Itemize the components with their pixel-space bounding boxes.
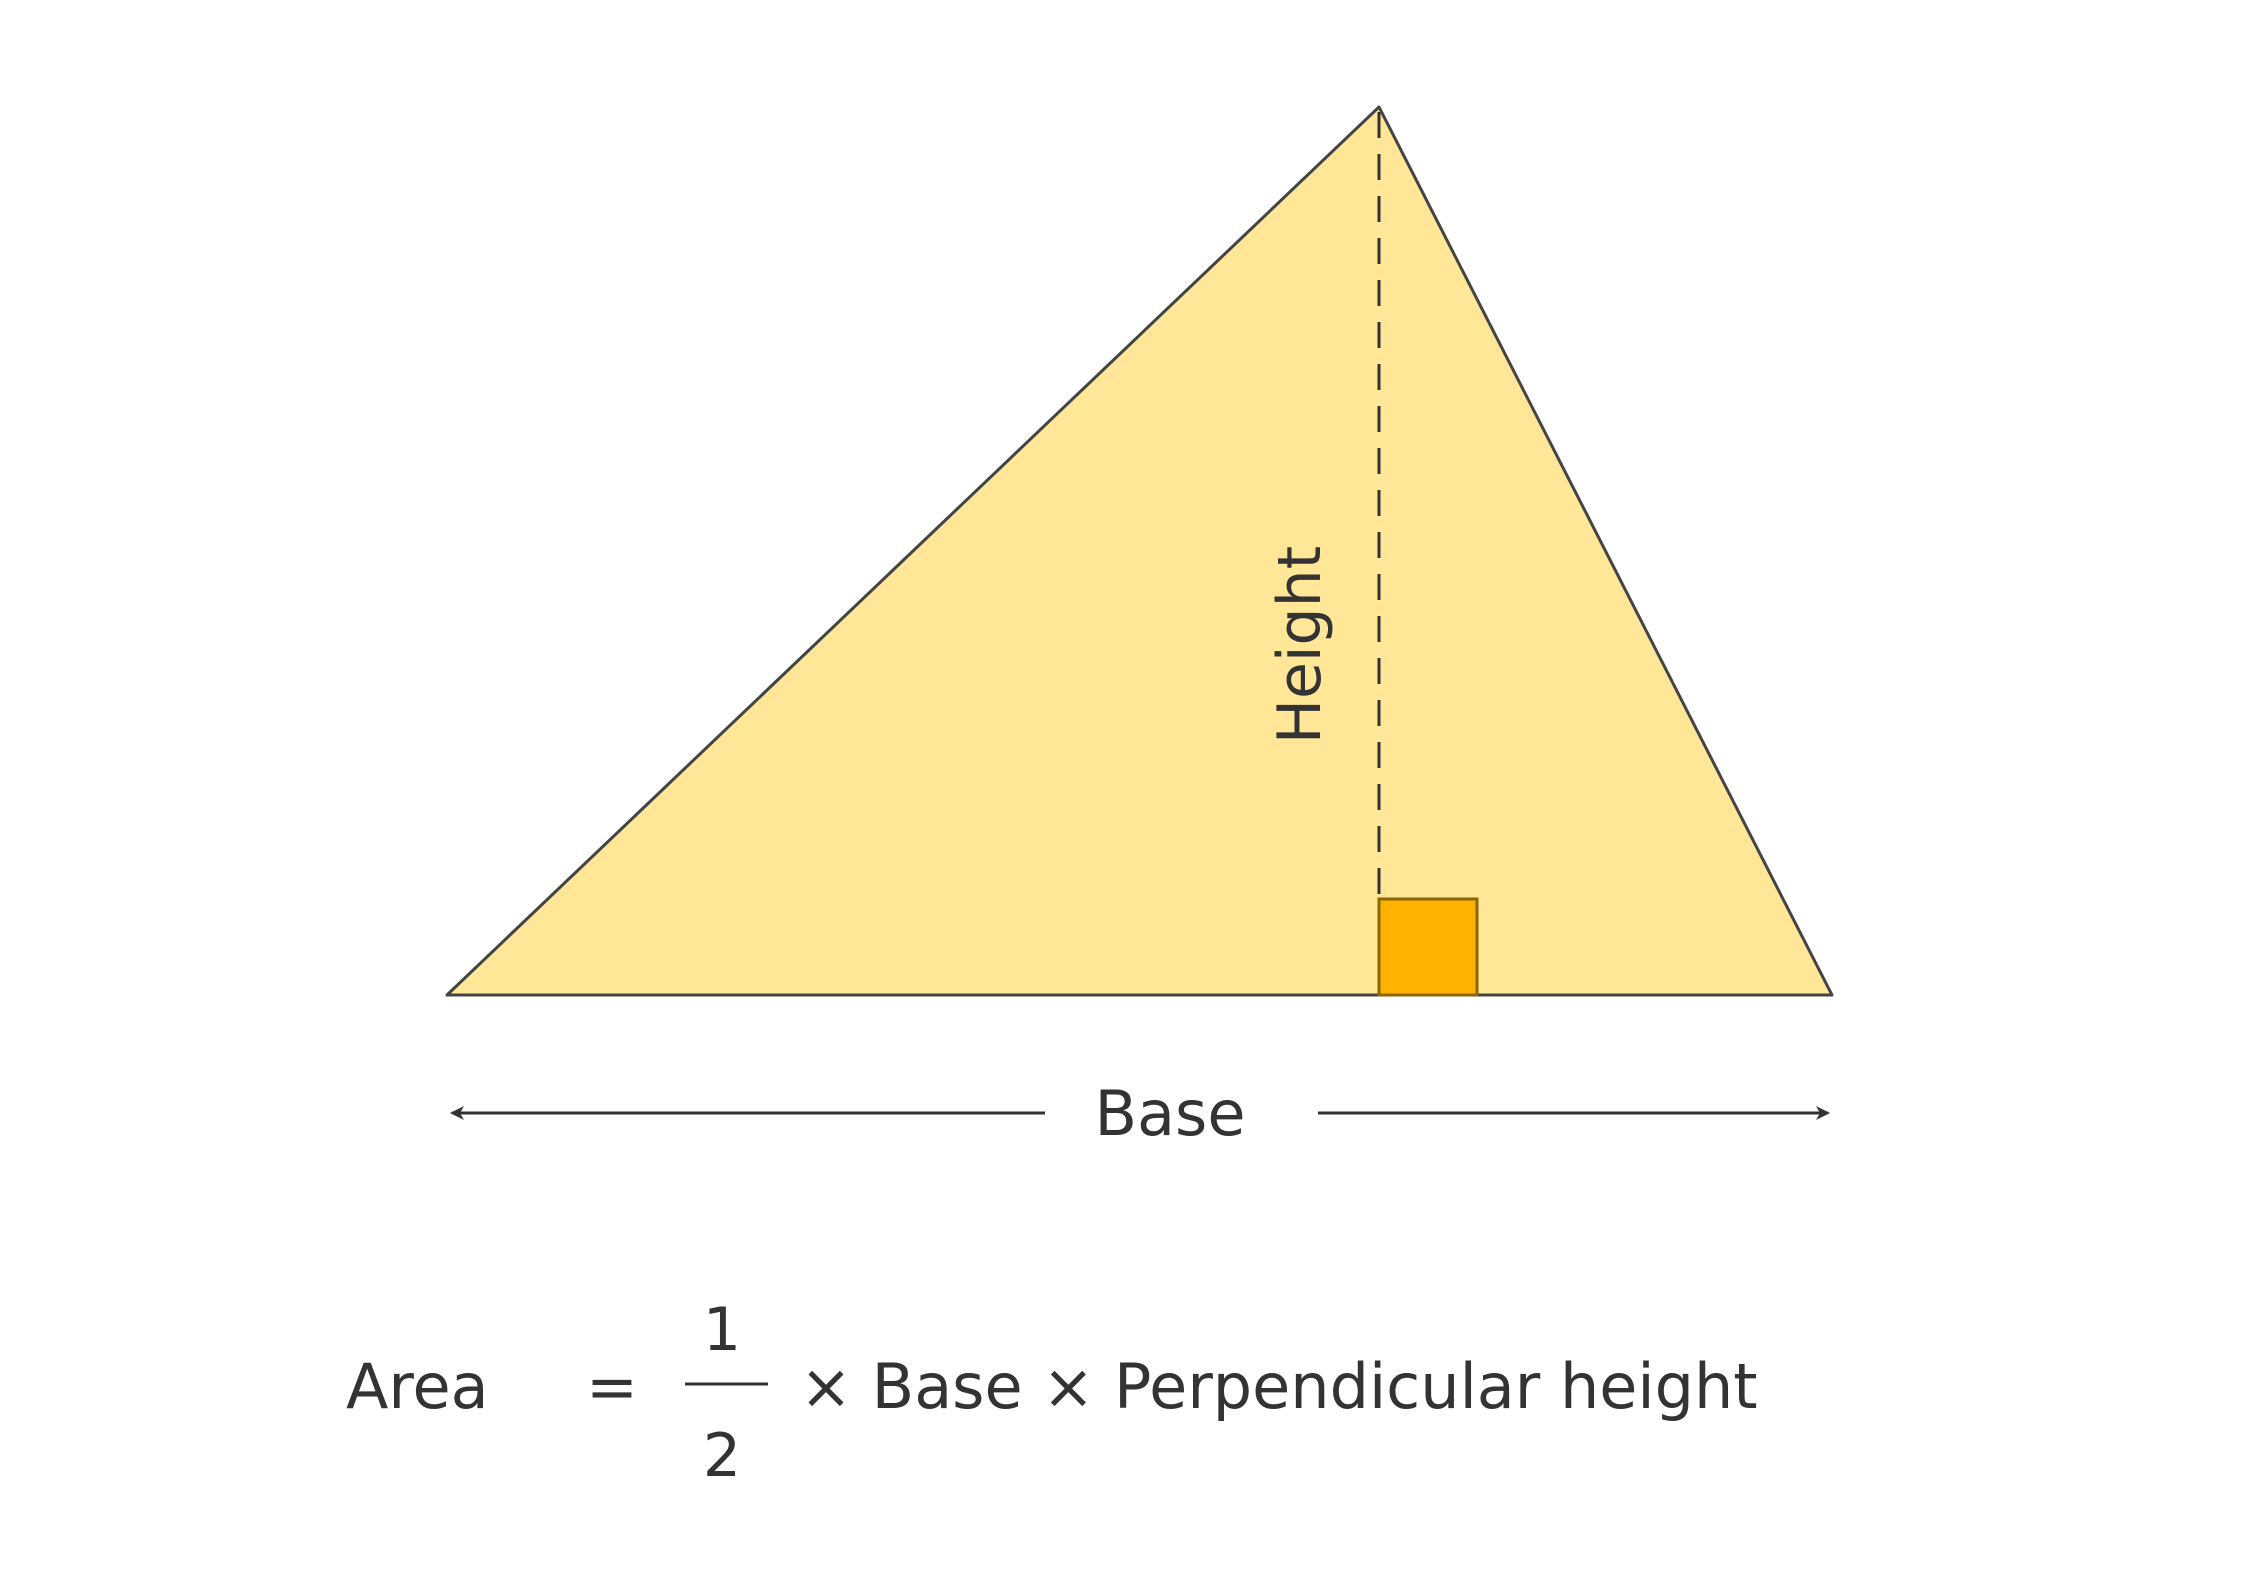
- base-label: Base: [1095, 1077, 1246, 1150]
- formula-fraction-numerator: 1: [703, 1295, 741, 1365]
- area-formula: Area = 1 2 × Base × Perpendicular height: [346, 1295, 1758, 1491]
- right-angle-marker: [1377, 897, 1479, 997]
- formula-equals-sign: =: [586, 1350, 638, 1423]
- formula-area-label: Area: [346, 1350, 489, 1423]
- height-label: Height: [1265, 546, 1335, 744]
- formula-fraction-denominator: 2: [703, 1421, 741, 1491]
- formula-rhs: × Base × Perpendicular height: [800, 1350, 1758, 1423]
- triangle-shape: [445, 105, 1834, 997]
